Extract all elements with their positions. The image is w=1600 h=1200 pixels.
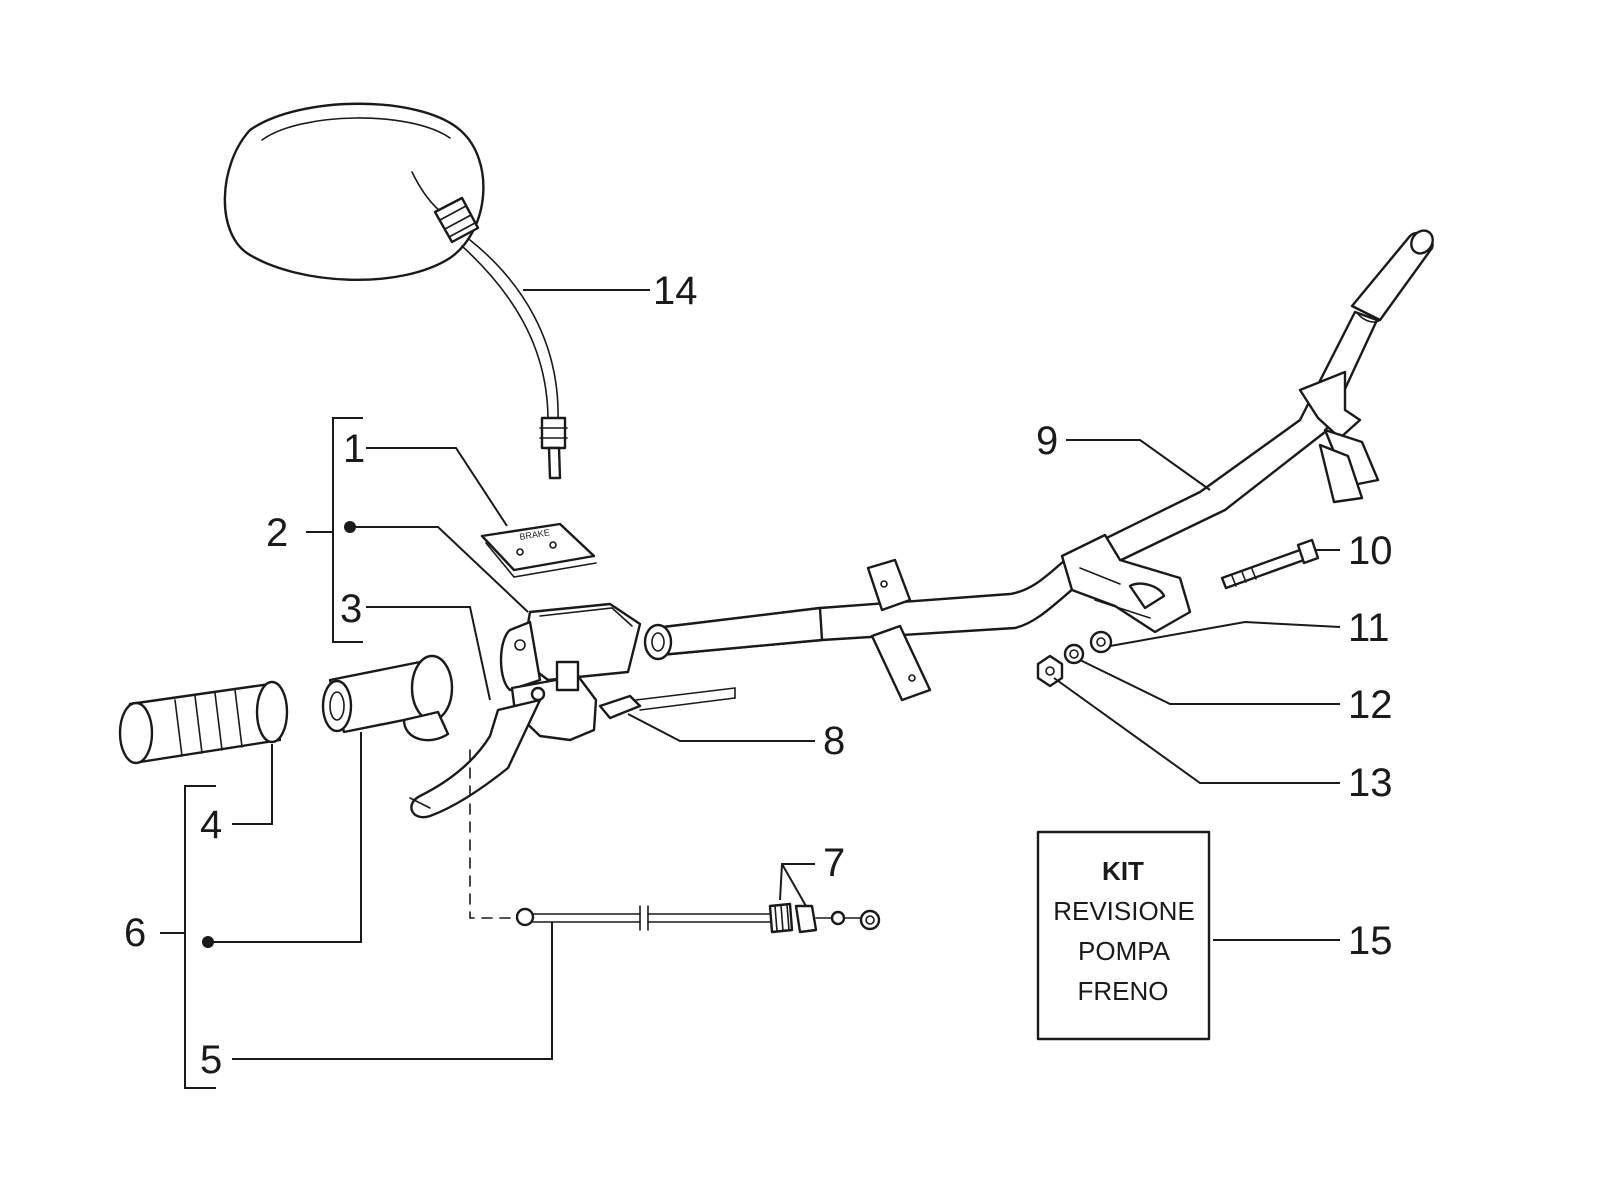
bolt <box>1220 538 1320 590</box>
throttle-cable <box>469 749 881 934</box>
hand-grip <box>118 680 289 765</box>
reservoir-cover-label: BRAKE <box>519 527 551 542</box>
fasteners <box>1036 630 1113 688</box>
callout-6: 6 <box>124 911 146 955</box>
callout-4: 4 <box>200 803 222 847</box>
callout-15: 15 <box>1348 919 1393 963</box>
callout-11: 11 <box>1348 606 1390 650</box>
kit-line-4: FRENO <box>1078 976 1169 1006</box>
handlebar <box>643 229 1434 702</box>
group-bracket-2 <box>306 417 363 643</box>
callout-7: 7 <box>823 841 845 885</box>
kit-line-3: POMPA <box>1078 936 1171 966</box>
callout-10: 10 <box>1348 529 1393 573</box>
callout-12: 12 <box>1348 683 1393 727</box>
leader-lines <box>208 289 1341 1060</box>
kit-line-1: KIT <box>1102 856 1144 886</box>
callout-8: 8 <box>823 719 845 763</box>
callout-5: 5 <box>200 1038 222 1082</box>
callouts: 1 2 3 4 5 6 7 8 9 10 11 12 13 14 15 <box>124 269 1393 1082</box>
throttle-grip-tube <box>321 654 454 742</box>
kit-box: KIT REVISIONE POMPA FRENO <box>1036 830 1211 1041</box>
mirror <box>223 102 568 480</box>
callout-14: 14 <box>653 269 698 313</box>
kit-line-2: REVISIONE <box>1053 896 1195 926</box>
callout-1: 1 <box>343 427 365 471</box>
callout-13: 13 <box>1348 761 1393 805</box>
callout-3: 3 <box>340 587 362 631</box>
callout-2: 2 <box>266 511 288 555</box>
master-cylinder <box>409 602 736 819</box>
reservoir-cover: BRAKE <box>480 522 597 578</box>
callout-9: 9 <box>1036 419 1058 463</box>
group-2-dot <box>344 521 356 533</box>
